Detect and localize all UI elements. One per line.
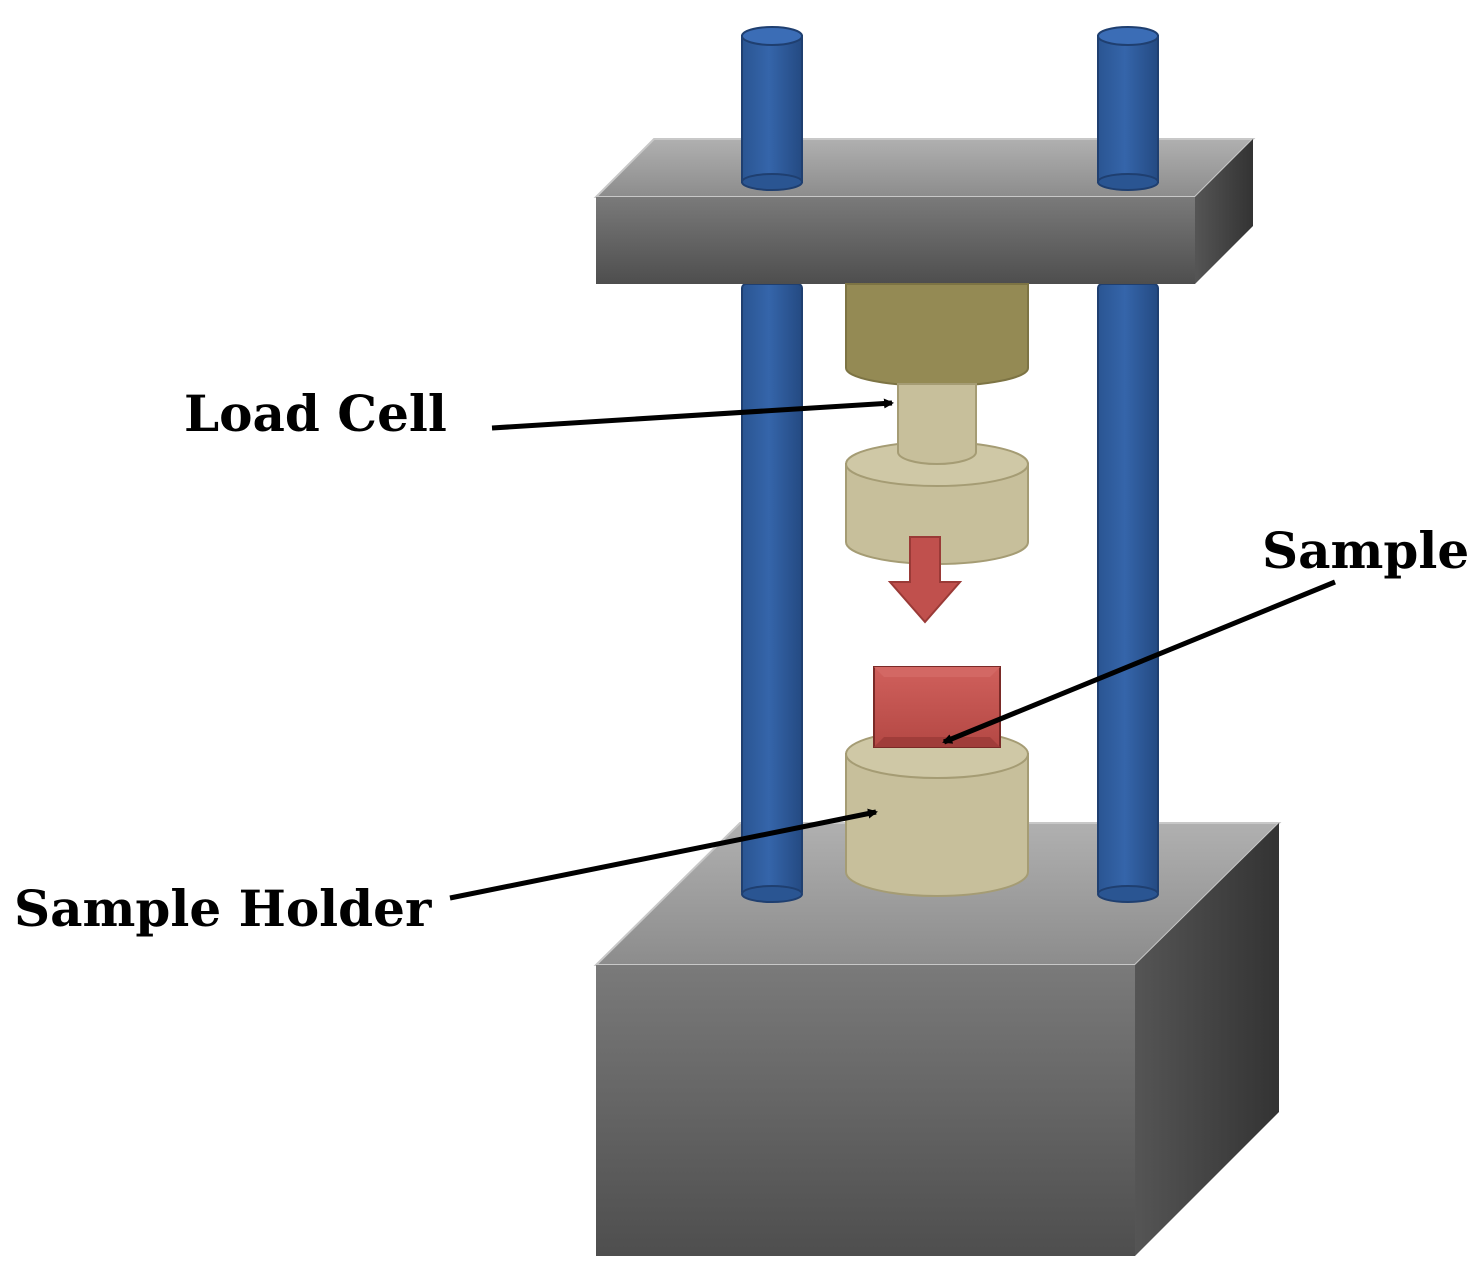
- sample-leader-arrow: [942, 579, 1336, 745]
- sample-holder-leader-arrow: [449, 808, 878, 901]
- load-cell-leader-arrow: [491, 398, 894, 431]
- guide-rod-right-top: [1097, 26, 1159, 191]
- load-cell-label: Load Cell: [184, 384, 447, 443]
- base-block-front-face: [596, 965, 1135, 1256]
- sample-holder-body: [845, 753, 1029, 897]
- load-cell-upper-cylinder: [845, 283, 1029, 387]
- load-cell: [845, 283, 1029, 565]
- guide-rod-left: [741, 283, 803, 903]
- guide-rod-left-top: [741, 26, 803, 191]
- sample-label: Sample: [1262, 521, 1469, 580]
- down-arrow-icon: [887, 536, 963, 624]
- plate-side-face: [1195, 139, 1253, 284]
- guide-rod-right: [1097, 283, 1159, 903]
- base-block-side-face: [1135, 823, 1279, 1256]
- load-cell-neck-front: [897, 440, 977, 465]
- sample: [873, 666, 1001, 748]
- sample-holder-label: Sample Holder: [14, 879, 432, 938]
- plate-front-face: [596, 197, 1195, 284]
